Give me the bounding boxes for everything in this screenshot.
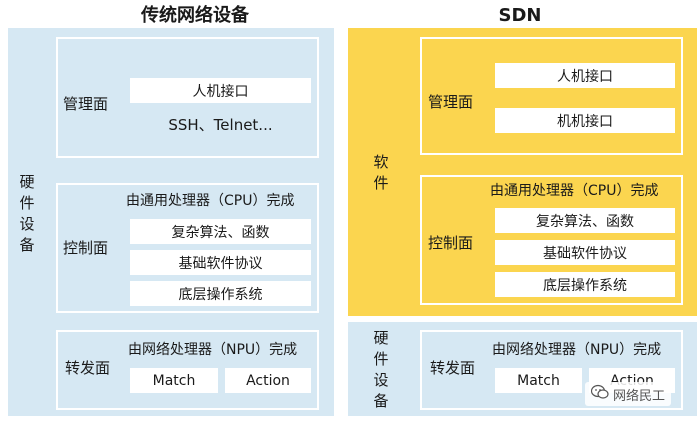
traditional-hmi-box: 人机接口 [130,78,311,103]
traditional-ctrl-item: 基础软件协议 [130,250,311,275]
sdn-fwd-panel [420,330,683,410]
traditional-ctrl-heading: 由通用处理器（CPU）完成 [126,193,295,209]
sdn-ctrl-item: 基础软件协议 [495,240,675,265]
sdn-hmi-box: 人机接口 [495,63,675,88]
sdn-hardware-label: 硬件设备 [373,329,389,410]
sdn-title: SDN [498,5,542,26]
wechat-icon [590,384,609,404]
traditional-ctrl-panel [56,183,319,313]
sdn-mgmt-panel [420,37,683,155]
traditional-hardware-label: 硬件设备 [19,173,35,254]
sdn-ctrl-item: 复杂算法、函数 [495,208,675,233]
sdn-ctrl-heading: 由通用处理器（CPU）完成 [490,183,659,199]
sdn-ctrl-label: 控制面 [428,234,474,252]
sdn-ctrl-panel [420,175,683,305]
traditional-ctrl-item: 底层操作系统 [130,281,311,306]
sdn-m2m-box: 机机接口 [495,108,675,133]
sdn-fwd-label: 转发面 [430,359,476,377]
watermark: 网络民工 [585,382,672,406]
traditional-fwd-heading: 由网络处理器（NPU）完成 [128,342,298,358]
traditional-ctrl-label: 控制面 [63,239,109,257]
sdn-ctrl-item: 底层操作系统 [495,272,675,297]
sdn-match-box: Match [495,368,582,393]
traditional-ssh-text: SSH、Telnet... [168,116,273,134]
traditional-fwd-label: 转发面 [65,359,111,377]
watermark-text: 网络民工 [613,388,666,404]
traditional-match-box: Match [130,368,218,393]
traditional-title: 传统网络设备 [141,5,249,26]
sdn-software-label: 软件 [373,153,389,192]
traditional-fwd-panel [56,330,319,410]
traditional-mgmt-label: 管理面 [63,95,109,113]
sdn-fwd-heading: 由网络处理器（NPU）完成 [492,342,662,358]
sdn-mgmt-label: 管理面 [428,93,474,111]
traditional-mgmt-panel [56,37,319,158]
traditional-ctrl-item: 复杂算法、函数 [130,219,311,244]
traditional-action-box: Action [225,368,311,393]
